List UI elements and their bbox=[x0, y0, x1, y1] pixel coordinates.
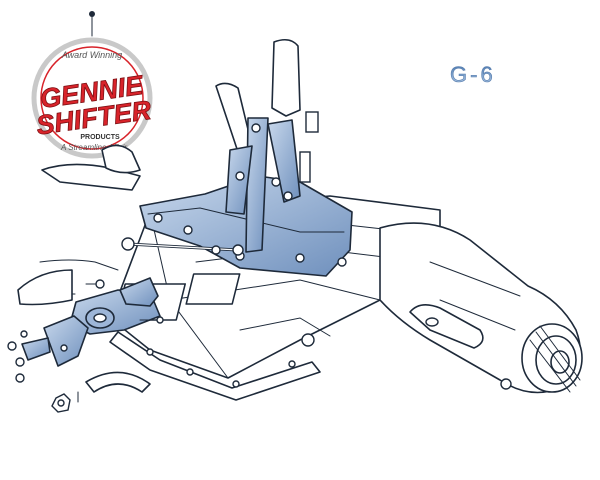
bracket-icon bbox=[21, 277, 161, 403]
model-label: G-6 bbox=[450, 62, 496, 87]
bolt-icon bbox=[7, 279, 164, 413]
logo-arc-top: Award Winning bbox=[61, 50, 122, 60]
logo-sub: PRODUCTS bbox=[80, 134, 120, 141]
shifter-linkage-icon bbox=[101, 38, 353, 277]
logo-arc-bottom: A Streamline Affair bbox=[60, 143, 127, 152]
shifter-logo-icon: Award Winning GENNIE SHIFTER PRODUCTS A … bbox=[31, 11, 154, 159]
